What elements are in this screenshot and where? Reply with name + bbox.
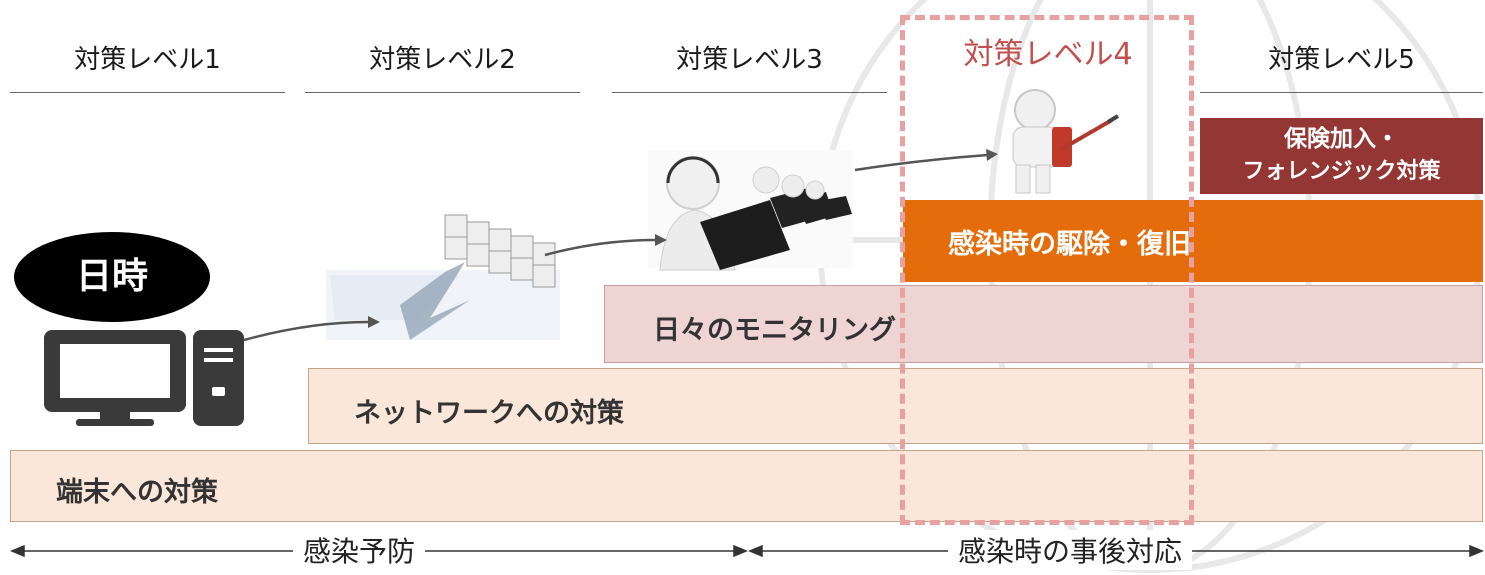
arrow-firewall-to-operators xyxy=(544,238,656,257)
network-measures-band: ネットワークへの対策 xyxy=(308,368,1483,444)
phase-row: 感染予防 感染時の事後対応 xyxy=(0,525,1485,575)
prevention-phase-label: 感染予防 xyxy=(293,530,426,570)
insurance-label: 保険加入・ xyxy=(1284,126,1399,152)
level-5-underline xyxy=(1200,92,1483,93)
daily-monitoring-band: 日々のモニタリング xyxy=(604,285,1483,363)
level-5-label: 対策レベル5 xyxy=(1268,45,1415,75)
insurance-forensic-box: 保険加入・ フォレンジック対策 xyxy=(1200,118,1483,194)
level-4-label: 対策レベル4 xyxy=(963,37,1133,72)
sprayer-person-illustration xyxy=(1012,89,1120,194)
forensic-label: フォレンジック対策 xyxy=(1242,159,1441,184)
flow-arrows xyxy=(243,153,989,342)
arrow-operators-to-sprayer xyxy=(854,153,989,172)
level-4-header: 対策レベル4 xyxy=(903,25,1193,90)
level-2-label: 対策レベル2 xyxy=(369,45,516,75)
terminal-measures-band: 端末への対策 xyxy=(10,450,1483,522)
removal-recovery-label: 感染時の駆除・復旧 xyxy=(948,229,1191,260)
level-5-header: 対策レベル5 xyxy=(1200,30,1483,95)
level-1-header: 対策レベル1 xyxy=(10,30,285,95)
level-2-underline xyxy=(305,92,580,93)
arrow-pc-to-firewall xyxy=(243,320,369,342)
post-response-phase-label: 感染時の事後対応 xyxy=(948,530,1193,570)
level-3-header: 対策レベル3 xyxy=(612,30,887,95)
level-1-underline xyxy=(10,92,285,93)
operators-illustration xyxy=(648,150,853,271)
datetime-badge: 日時 xyxy=(14,232,210,322)
level-4-highlight-frame xyxy=(900,15,1194,525)
desktop-computer-icon xyxy=(44,330,244,426)
level-1-label: 対策レベル1 xyxy=(74,45,221,75)
level-2-header: 対策レベル2 xyxy=(305,30,580,95)
terminal-measures-label: 端末への対策 xyxy=(56,477,218,508)
level-3-underline xyxy=(612,92,887,93)
firewall-illustration xyxy=(326,214,560,340)
level-3-label: 対策レベル3 xyxy=(676,45,823,75)
network-measures-label: ネットワークへの対策 xyxy=(354,398,624,429)
daily-monitoring-label: 日々のモニタリング xyxy=(653,315,896,346)
